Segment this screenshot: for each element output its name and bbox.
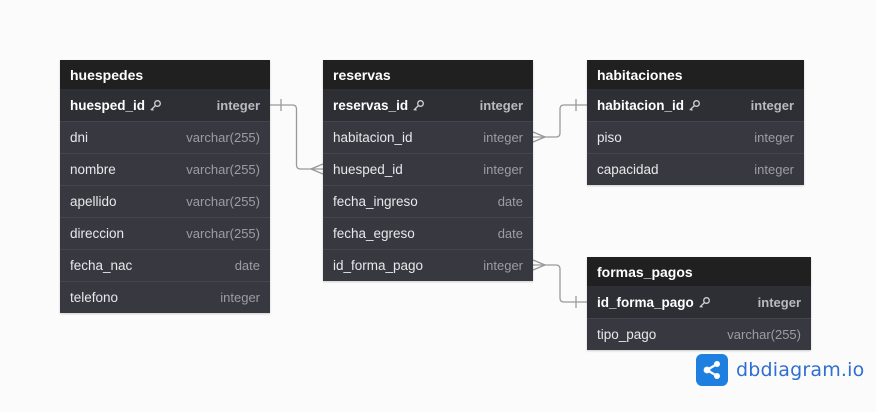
column-label: tipo_pago bbox=[597, 327, 656, 342]
column-name: id_forma_pago bbox=[597, 294, 694, 310]
many-marker bbox=[532, 259, 546, 271]
column-type: varchar(255) bbox=[186, 194, 260, 209]
dbdiagram-brand-link[interactable]: dbdiagram.io bbox=[696, 354, 864, 386]
column-row-nombre[interactable]: nombre varchar(255) bbox=[60, 153, 270, 185]
column-label: fecha_ingreso bbox=[333, 194, 418, 209]
column-label: piso bbox=[597, 130, 622, 145]
column-type: integer bbox=[483, 162, 523, 177]
column-type: integer bbox=[750, 97, 794, 113]
table-header[interactable]: huespedes bbox=[60, 60, 270, 89]
column-name: capacidad bbox=[597, 162, 659, 177]
column-name: nombre bbox=[70, 162, 116, 177]
column-row-huesped-id[interactable]: huesped_id integer bbox=[60, 89, 270, 121]
column-type: integer bbox=[483, 130, 523, 145]
column-type: integer bbox=[479, 97, 523, 113]
column-row-dni[interactable]: dni varchar(255) bbox=[60, 121, 270, 153]
column-name: huesped_id bbox=[70, 97, 146, 113]
column-type: date bbox=[497, 226, 523, 241]
column-row-huesped-id[interactable]: huesped_id integer bbox=[323, 153, 533, 185]
column-name: fecha_nac bbox=[70, 258, 133, 273]
primary-key-icon bbox=[412, 99, 425, 112]
column-name: dni bbox=[70, 130, 89, 145]
column-label: fecha_egreso bbox=[333, 226, 415, 241]
column-row-capacidad[interactable]: capacidad integer bbox=[587, 153, 804, 185]
table-header[interactable]: formas_pagos bbox=[587, 257, 811, 286]
brand-text: dbdiagram.io bbox=[736, 359, 865, 381]
column-type: integer bbox=[483, 258, 523, 273]
column-name: direccion bbox=[70, 226, 125, 241]
column-row-fecha-nac[interactable]: fecha_nac date bbox=[60, 249, 270, 281]
column-type: date bbox=[497, 194, 523, 209]
column-type: integer bbox=[757, 294, 801, 310]
primary-key-icon bbox=[149, 99, 162, 112]
column-label: habitacion_id bbox=[597, 98, 701, 113]
column-label: apellido bbox=[70, 194, 117, 209]
column-name: reservas_id bbox=[333, 97, 409, 113]
column-label: direccion bbox=[70, 226, 124, 241]
column-name: tipo_pago bbox=[597, 327, 657, 342]
dbdiagram-logo-icon bbox=[696, 354, 728, 386]
column-label: dni bbox=[70, 130, 88, 145]
column-label: huesped_id bbox=[70, 98, 162, 113]
many-marker bbox=[310, 163, 324, 175]
column-type: integer bbox=[216, 97, 260, 113]
column-label: id_forma_pago bbox=[597, 295, 711, 310]
column-label: telefono bbox=[70, 290, 118, 305]
relation-line[interactable] bbox=[270, 99, 324, 175]
column-name: huesped_id bbox=[333, 162, 403, 177]
column-name: fecha_ingreso bbox=[333, 194, 418, 209]
table-header[interactable]: reservas bbox=[323, 60, 533, 89]
column-row-piso[interactable]: piso integer bbox=[587, 121, 804, 153]
column-row-habitacion-id[interactable]: habitacion_id integer bbox=[323, 121, 533, 153]
primary-key-icon bbox=[688, 99, 701, 112]
column-row-apellido[interactable]: apellido varchar(255) bbox=[60, 185, 270, 217]
column-label: fecha_nac bbox=[70, 258, 132, 273]
column-type: date bbox=[234, 258, 260, 273]
column-row-id-forma-pago[interactable]: id_forma_pago integer bbox=[323, 249, 533, 281]
many-marker bbox=[532, 131, 546, 143]
column-label: nombre bbox=[70, 162, 116, 177]
column-name: piso bbox=[597, 130, 622, 145]
column-row-fecha-ingreso[interactable]: fecha_ingreso date bbox=[323, 185, 533, 217]
column-name: habitacion_id bbox=[597, 97, 685, 113]
column-type: varchar(255) bbox=[186, 226, 260, 241]
table-header[interactable]: habitaciones bbox=[587, 60, 804, 89]
column-type: varchar(255) bbox=[727, 327, 801, 342]
column-type: integer bbox=[220, 290, 260, 305]
column-row-reservas-id[interactable]: reservas_id integer bbox=[323, 89, 533, 121]
column-name: id_forma_pago bbox=[333, 258, 424, 273]
column-label: capacidad bbox=[597, 162, 659, 177]
column-row-habitacion-id[interactable]: habitacion_id integer bbox=[587, 89, 804, 121]
column-type: varchar(255) bbox=[186, 130, 260, 145]
column-label: reservas_id bbox=[333, 98, 425, 113]
column-row-tipo-pago[interactable]: tipo_pago varchar(255) bbox=[587, 318, 811, 350]
column-row-telefono[interactable]: telefono integer bbox=[60, 281, 270, 313]
column-label: id_forma_pago bbox=[333, 258, 423, 273]
column-row-direccion[interactable]: direccion varchar(255) bbox=[60, 217, 270, 249]
column-name: fecha_egreso bbox=[333, 226, 415, 241]
primary-key-icon bbox=[698, 296, 711, 309]
relation-line[interactable] bbox=[532, 99, 587, 143]
column-type: varchar(255) bbox=[186, 162, 260, 177]
column-label: habitacion_id bbox=[333, 130, 413, 145]
relation-line[interactable] bbox=[532, 259, 587, 308]
column-label: huesped_id bbox=[333, 162, 403, 177]
column-type: integer bbox=[754, 130, 794, 145]
column-row-fecha-egreso[interactable]: fecha_egreso date bbox=[323, 217, 533, 249]
column-name: telefono bbox=[70, 290, 119, 305]
table-formas-pagos[interactable]: formas_pagos id_forma_pago integer tipo_pa… bbox=[587, 257, 811, 350]
column-row-id-forma-pago[interactable]: id_forma_pago integer bbox=[587, 286, 811, 318]
column-type: integer bbox=[754, 162, 794, 177]
column-name: habitacion_id bbox=[333, 130, 413, 145]
column-name: apellido bbox=[70, 194, 117, 209]
